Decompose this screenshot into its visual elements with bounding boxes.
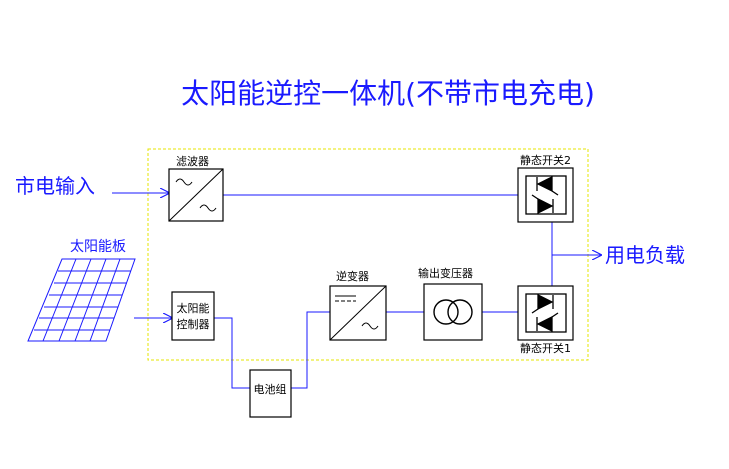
battery-block: 电池组 [249, 369, 292, 418]
filter-block [168, 168, 224, 222]
thyristor-pair-icon [525, 293, 567, 333]
controller-block: 太阳能 控制器 [171, 291, 215, 341]
wires [112, 193, 601, 389]
static-switch-2-block [517, 167, 574, 223]
load-output-label: 用电负载 [605, 243, 685, 267]
filter-label: 滤波器 [176, 155, 209, 168]
grid-input-label: 市电输入 [15, 174, 95, 198]
controller-label-line1: 太阳能 [177, 301, 210, 315]
inverter-label: 逆变器 [336, 269, 369, 283]
solar-panel-label: 太阳能板 [70, 239, 126, 255]
diagram-title: 太阳能逆控一体机(不带市电充电) [181, 77, 595, 110]
inverter-block [329, 285, 387, 341]
thyristor-pair-icon [525, 175, 567, 215]
wire-battery-inverter [291, 311, 330, 389]
wire-controller-battery [214, 317, 250, 389]
static-switch-2-label: 静态开关2 [520, 153, 571, 167]
transformer-coils-icon [433, 299, 473, 325]
static-switch-1-label: 静态开关1 [520, 341, 571, 355]
filter-icon [168, 168, 224, 222]
controller-label-line2: 控制器 [177, 317, 210, 331]
solar-panel-icon [27, 258, 136, 342]
static-switch-1-block [517, 285, 574, 341]
output-transformer-label: 输出变压器 [418, 266, 473, 280]
output-transformer-block [423, 283, 483, 341]
inverter-icon [329, 285, 387, 341]
battery-label: 电池组 [254, 382, 287, 396]
